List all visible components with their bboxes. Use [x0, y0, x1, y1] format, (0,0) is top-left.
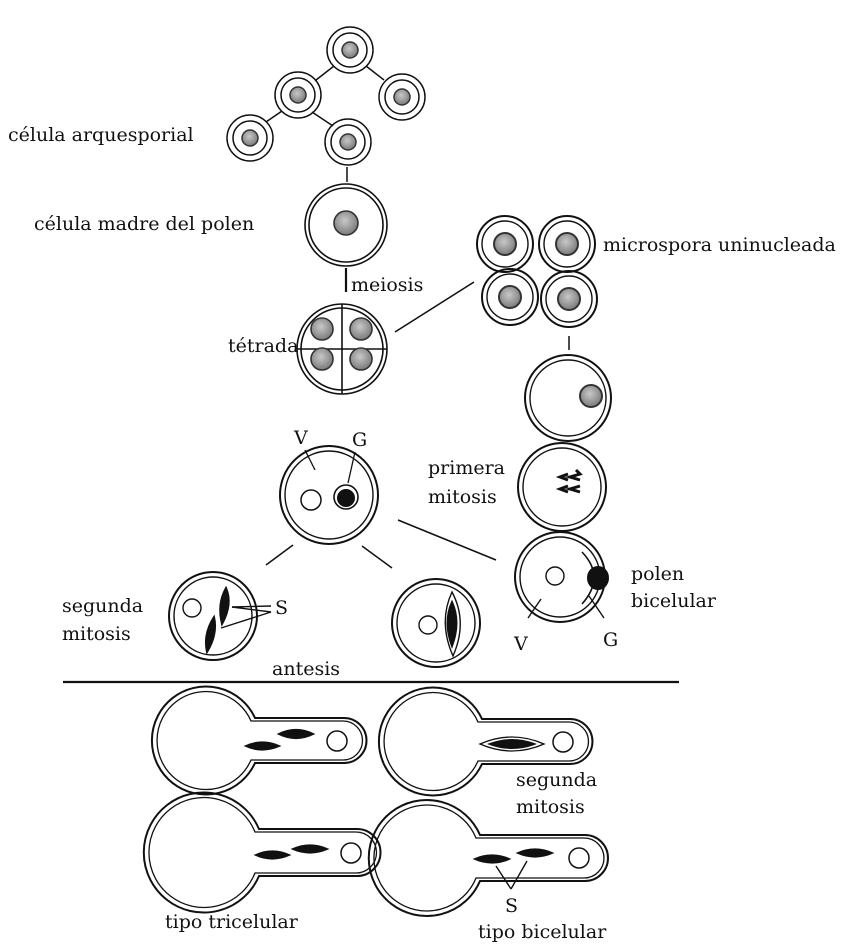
microspore-1: [477, 216, 533, 272]
label-uninucleate-microspore: microspora uninucleada: [603, 234, 836, 256]
label-s-bottom: S: [505, 895, 518, 917]
label-second-mitosis-line1: segunda: [62, 595, 143, 617]
pollen-tube-bottom-left: [144, 792, 381, 912]
label-tube-second-mitosis-line1: segunda: [516, 769, 597, 791]
label-first-mitosis-line2: mitosis: [428, 486, 497, 508]
label-v-top: V: [293, 427, 308, 449]
label-g-right: G: [603, 629, 618, 651]
label-g-top: G: [352, 429, 367, 451]
label-tricellular-type: tipo tricelular: [165, 911, 299, 933]
pollen-tube-top-left: [152, 687, 367, 795]
label-tetrad: tétrada: [228, 335, 298, 357]
bicellular-pollen: [515, 532, 608, 622]
vacuolate-microspore: [525, 355, 611, 441]
archesporial-cells: [227, 27, 425, 182]
label-bicellular-type: tipo bicelular: [478, 921, 607, 943]
microspore-2: [539, 216, 595, 272]
first-mitosis-cell: [518, 443, 606, 531]
label-second-mitosis-line2: mitosis: [62, 623, 131, 645]
label-s-left: S: [275, 597, 288, 619]
cell-right: [379, 74, 425, 120]
label-anthesis: antesis: [272, 658, 340, 680]
label-pollen-mother-cell: célula madre del polen: [34, 213, 254, 235]
label-bicellular-pollen-line2: bicelular: [631, 590, 717, 612]
label-archesporial-cell: célula arquesporial: [8, 124, 194, 146]
microspores: [477, 216, 597, 350]
label-meiosis: meiosis: [351, 274, 423, 296]
microspore-4: [541, 271, 597, 327]
second-mitosis-pollen: [169, 572, 271, 660]
label-first-mitosis-line1: primera: [428, 457, 505, 479]
label-tube-second-mitosis-line2: mitosis: [516, 796, 585, 818]
chromosome-icon: [560, 470, 580, 492]
label-bicellular-pollen-line1: polen: [631, 563, 684, 585]
label-v-right: V: [513, 633, 528, 655]
tetrad: [297, 282, 474, 394]
pollen-spindle: [392, 579, 480, 667]
microspore-3: [482, 269, 538, 325]
